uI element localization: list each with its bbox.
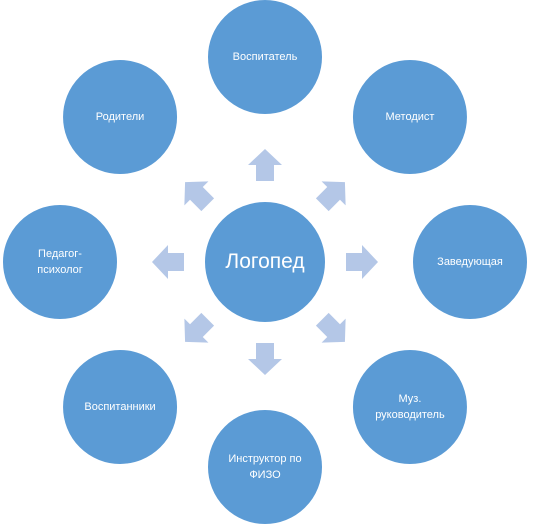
- node-circle-instruktor-fizo: [206, 408, 324, 526]
- arrow-to-vospitanniki: [184, 312, 215, 343]
- arrow-to-muz-rukovoditel: [315, 312, 346, 343]
- node-circle-muz-rukovoditel: [350, 347, 469, 466]
- center-circle-logoped: [203, 200, 327, 324]
- arrow-to-vospitatel: [248, 149, 282, 181]
- arrow-to-metodist: [315, 181, 346, 212]
- node-circle-zaveduyushchaya: [411, 203, 529, 321]
- arrow-to-zaveduyushchaya: [346, 245, 378, 279]
- arrows-group: [152, 149, 378, 375]
- node-circle-pedagog-psiholog: [1, 203, 119, 321]
- arrow-to-pedagog-psiholog: [152, 245, 184, 279]
- node-circle-metodist: [350, 58, 469, 177]
- arrow-to-instruktor-fizo: [248, 343, 282, 375]
- node-circle-vospitatel: [206, 0, 324, 116]
- node-circle-vospitanniki: [61, 347, 180, 466]
- node-circle-roditeli: [61, 58, 180, 177]
- arrow-to-roditeli: [184, 181, 215, 212]
